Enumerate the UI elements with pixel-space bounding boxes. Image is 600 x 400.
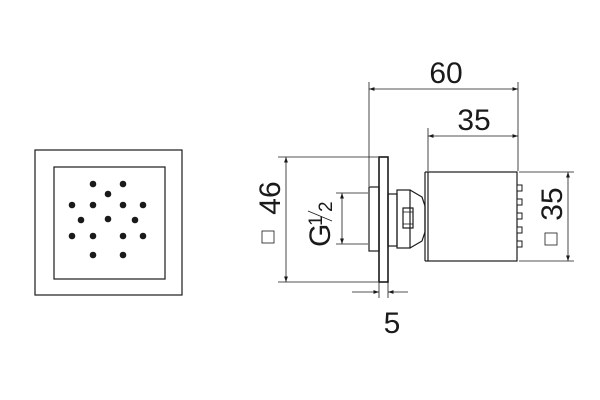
nozzle-dot: [119, 201, 127, 209]
dim-body-depth-label: 35: [457, 104, 490, 137]
nozzle-group: [68, 180, 147, 259]
nozzle-dot: [119, 251, 127, 259]
connector-neck: [387, 193, 398, 247]
dim-thread: G 1 2: [304, 192, 368, 247]
square-symbol: [261, 230, 275, 244]
nozzle-dot: [68, 232, 76, 240]
nozzle-dot: [89, 251, 97, 259]
nozzle-dot: [77, 216, 85, 224]
dim-flange-size: 46: [254, 156, 378, 283]
nozzle-tip: [516, 240, 523, 248]
connector-taper: [409, 189, 426, 249]
dim-body-size: 35: [519, 171, 574, 262]
nozzle-dot: [89, 180, 97, 188]
dim-body-size-label: 35: [536, 187, 569, 220]
dim-flange-thickness: 5: [352, 282, 408, 340]
dim-thread-prefix: G: [304, 224, 337, 247]
nozzle-tip: [516, 198, 523, 206]
side-view: [368, 156, 523, 283]
dim-overall-depth: 60: [368, 57, 519, 186]
square-symbol: [544, 232, 558, 246]
dim-flange-size-label: 46: [254, 181, 287, 214]
front-view-outer-plate: [34, 149, 183, 296]
nozzle-dot: [89, 232, 97, 240]
front-view-inner-face: [53, 166, 166, 280]
dim-overall-depth-label: 60: [429, 57, 462, 90]
nozzle-dot: [131, 216, 139, 224]
nozzle-dot: [68, 201, 76, 209]
nozzle-tip: [516, 184, 523, 192]
dim-thread-numerator: 1: [306, 215, 327, 226]
nozzle-dot: [89, 201, 97, 209]
connector-nut: [402, 207, 414, 229]
dim-flange-thickness-label: 5: [384, 307, 401, 340]
nozzle-dot: [139, 232, 147, 240]
nozzle-dot: [139, 201, 147, 209]
nozzle-dot: [104, 190, 112, 198]
connector-collar: [396, 189, 411, 249]
nozzle-tip: [516, 226, 523, 234]
dim-body-depth: 35: [427, 104, 518, 171]
front-view: [34, 149, 183, 296]
nozzle-dot: [104, 215, 112, 223]
thread-stub: [368, 186, 380, 252]
nozzle-tips: [516, 184, 523, 248]
dim-thread-denominator: 2: [316, 201, 337, 212]
wall-flange: [378, 156, 389, 283]
nozzle-dot: [119, 180, 127, 188]
fraction-slash: [307, 210, 333, 222]
nozzle-dot: [119, 232, 127, 240]
spray-body: [427, 171, 518, 262]
nozzle-tip: [516, 212, 523, 220]
